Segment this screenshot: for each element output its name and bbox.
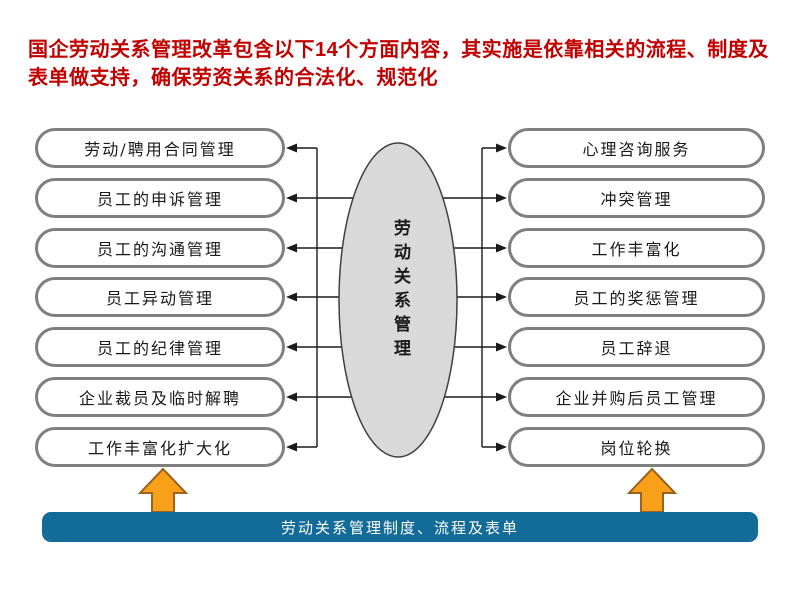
left-item: 员工的申诉管理 (35, 178, 285, 218)
left-item: 劳动/聘用合同管理 (35, 128, 285, 168)
up-arrow-right-icon (626, 467, 678, 513)
center-ellipse (338, 142, 458, 458)
center-ellipse-label: 劳动关系管理 (390, 219, 410, 363)
right-item: 岗位轮换 (508, 427, 765, 467)
right-item: 心理咨询服务 (508, 128, 765, 168)
right-item: 员工的奖惩管理 (508, 277, 765, 317)
left-item: 员工的沟通管理 (35, 228, 285, 268)
left-item: 工作丰富化扩大化 (35, 427, 285, 467)
bottom-bar-label: 劳动关系管理制度、流程及表单 (280, 518, 519, 537)
right-item: 企业并购后员工管理 (508, 377, 765, 417)
right-item: 员工辞退 (508, 327, 765, 367)
bottom-bar: 劳动关系管理制度、流程及表单 (42, 512, 758, 542)
left-item: 员工的纪律管理 (35, 327, 285, 367)
up-arrow-left-icon (137, 467, 189, 513)
right-item: 冲突管理 (508, 178, 765, 218)
page-title: 国企劳动关系管理改革包含以下14个方面内容，其实施是依靠相关的流程、制度及表单做… (28, 39, 769, 89)
left-arrowhead-icons (286, 143, 297, 452)
left-item: 员工异动管理 (35, 277, 285, 317)
right-item: 工作丰富化 (508, 228, 765, 268)
right-arrowhead-icons (496, 143, 507, 452)
left-item: 企业裁员及临时解聘 (35, 377, 285, 417)
